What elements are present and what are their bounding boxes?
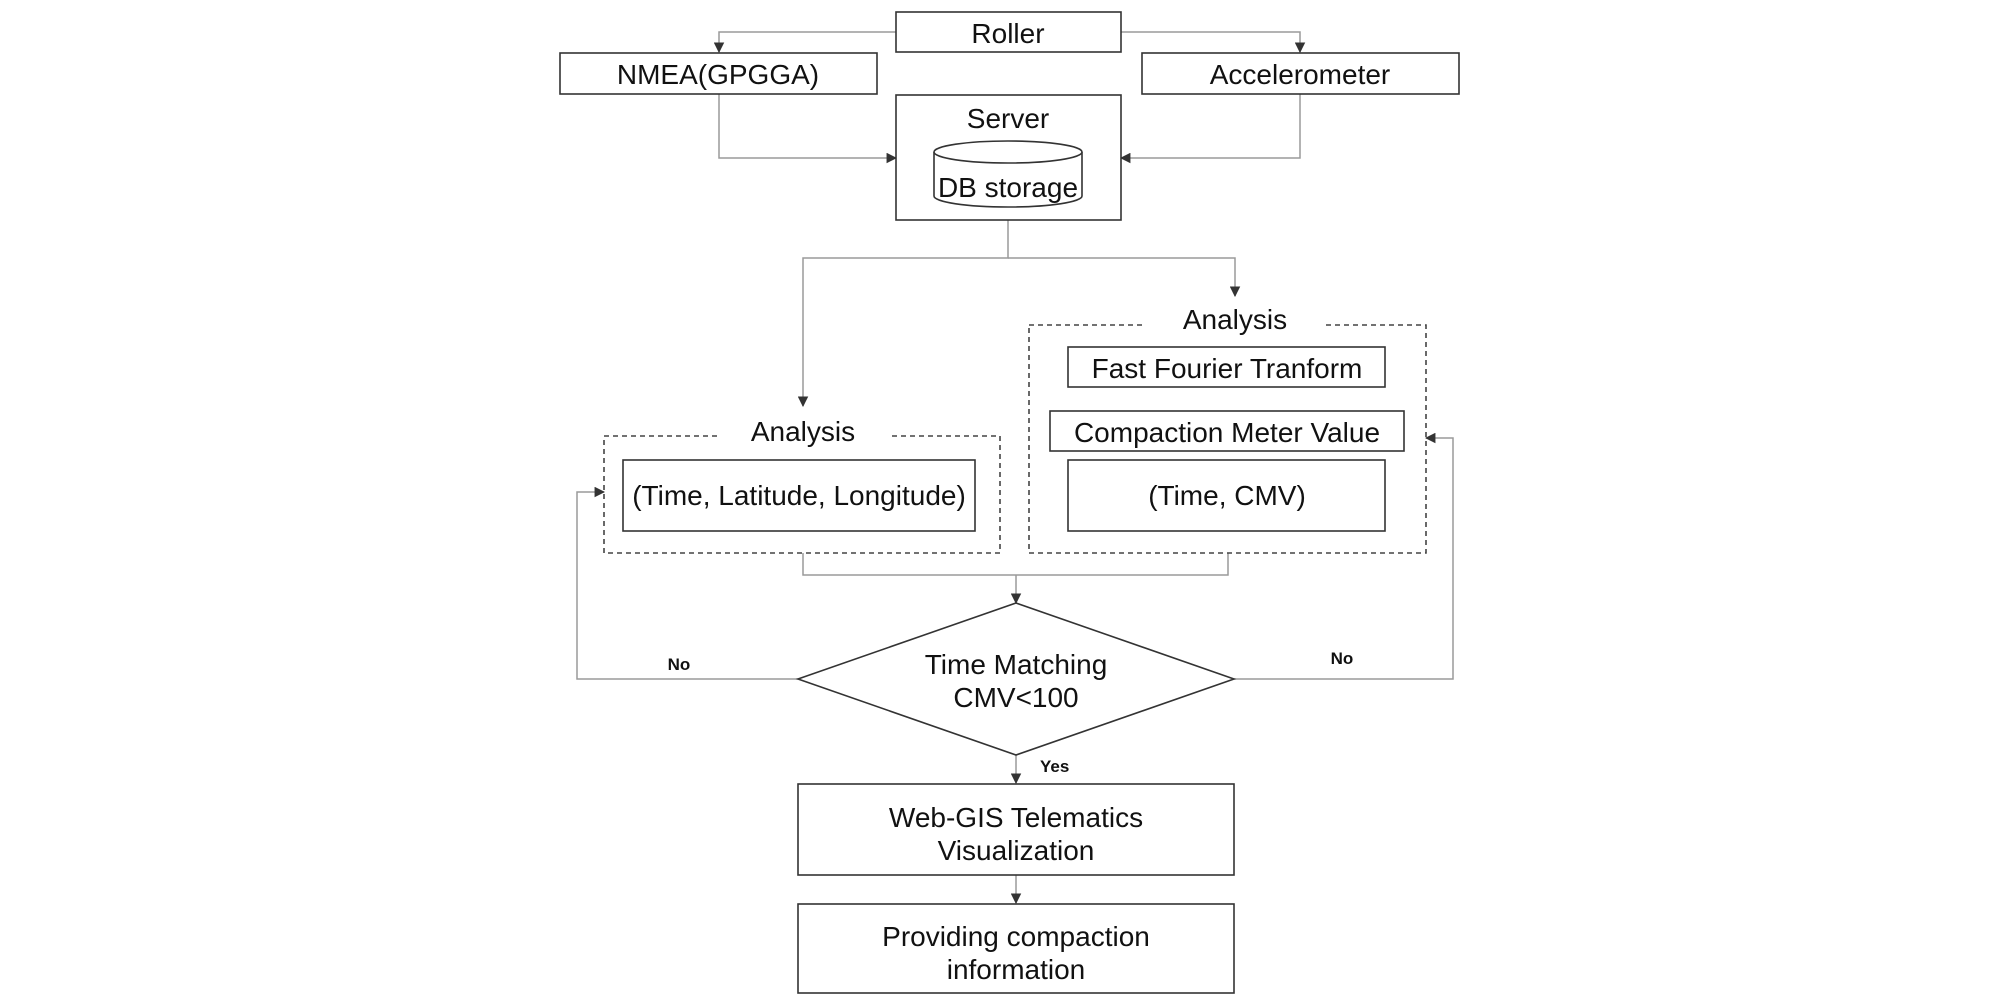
analysis-right-group: Analysis Fast Fourier Tranform Compactio… [1028, 304, 1427, 554]
edge-server-to-analysis-right [1008, 257, 1241, 298]
webgis-line2: Visualization [938, 835, 1095, 866]
edge-analysis-left-to-merge [802, 553, 1016, 576]
node-server: Server DB storage [895, 94, 1122, 221]
edge-server-to-analysis-left [797, 220, 1009, 408]
node-time-lat-lon: (Time, Latitude, Longitude) [622, 459, 976, 532]
node-fft: Fast Fourier Tranform [1067, 346, 1386, 388]
edge-accelerometer-to-server [1119, 94, 1301, 164]
time-lat-lon-label: (Time, Latitude, Longitude) [632, 480, 966, 511]
node-time-cmv: (Time, CMV) [1067, 459, 1386, 532]
edge-roller-to-nmea [713, 31, 896, 54]
db-storage-label: DB storage [938, 172, 1078, 203]
analysis-right-title: Analysis [1183, 304, 1287, 335]
decision-line1: Time Matching [925, 649, 1108, 680]
fft-label: Fast Fourier Tranform [1092, 353, 1363, 384]
db-storage-cylinder-icon [933, 140, 1083, 208]
server-label: Server [967, 103, 1049, 134]
providing-line2: information [947, 954, 1086, 985]
cmv-label: Compaction Meter Value [1074, 417, 1380, 448]
edge-decision-no-left [576, 486, 798, 680]
analysis-left-group: Analysis (Time, Latitude, Longitude) [603, 416, 1001, 554]
time-cmv-label: (Time, CMV) [1148, 480, 1306, 511]
decision-line2: CMV<100 [953, 682, 1078, 713]
edge-analysis-right-to-merge [1016, 553, 1229, 576]
accelerometer-label: Accelerometer [1210, 59, 1391, 90]
node-roller: Roller [895, 11, 1122, 53]
edge-decision-no-right [1234, 432, 1454, 680]
edge-label-yes: Yes [1040, 757, 1069, 776]
analysis-left-title: Analysis [751, 416, 855, 447]
node-webgis: Web-GIS Telematics Visualization [797, 783, 1235, 876]
node-nmea: NMEA(GPGGA) [559, 52, 878, 95]
node-cmv: Compaction Meter Value [1049, 410, 1405, 452]
nmea-label: NMEA(GPGGA) [617, 59, 819, 90]
node-accelerometer: Accelerometer [1141, 52, 1460, 95]
edge-nmea-to-server [718, 94, 898, 164]
webgis-line1: Web-GIS Telematics [889, 802, 1143, 833]
connectors [576, 31, 1454, 905]
node-decision-time-matching: Time Matching CMV<100 [795, 602, 1237, 756]
edge-label-no-left: No [668, 655, 691, 674]
node-providing-info: Providing compaction information [797, 903, 1235, 994]
providing-line1: Providing compaction [882, 921, 1150, 952]
edge-label-no-right: No [1331, 649, 1354, 668]
roller-label: Roller [971, 18, 1044, 49]
edge-roller-to-accelerometer [1121, 31, 1306, 54]
